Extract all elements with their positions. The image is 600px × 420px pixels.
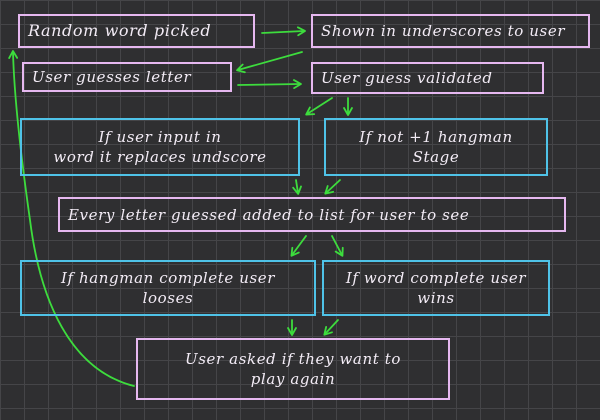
arrow-shown-to-guess	[236, 51, 303, 74]
node-random-word: Random word picked	[18, 14, 255, 48]
node-word-complete: If word complete user wins	[322, 260, 550, 316]
arrow-list-to-word	[331, 235, 344, 257]
node-play-again: User asked if they want to play again	[136, 338, 450, 400]
arrow-list-to-hangman	[290, 235, 307, 257]
node-in-word-text: If user input in word it replaces undsco…	[53, 128, 267, 166]
node-letters-list: Every letter guessed added to list for u…	[58, 197, 566, 232]
arrow-word-to-play	[323, 319, 339, 336]
node-guess-validated: User guess validated	[311, 62, 544, 94]
node-shown-underscores: Shown in underscores to user	[311, 14, 590, 48]
node-not-in-word: If not +1 hangman Stage	[324, 118, 548, 176]
node-hangman-complete: If hangman complete user looses	[20, 260, 316, 316]
arrow-random-to-shown	[261, 26, 306, 37]
node-in-word: If user input in word it replaces undsco…	[20, 118, 300, 176]
arrow-in-word-to-list	[292, 179, 302, 195]
node-random-word-text: Random word picked	[28, 21, 212, 40]
node-shown-underscores-text: Shown in underscores to user	[321, 22, 566, 40]
node-user-guesses: User guesses letter	[22, 62, 232, 92]
node-letters-list-text: Every letter guessed added to list for u…	[68, 205, 470, 224]
node-word-complete-text: If word complete user wins	[345, 269, 527, 307]
arrow-not-in-word-to-list	[324, 179, 341, 195]
node-hangman-complete-text: If hangman complete user looses	[60, 269, 276, 307]
arrow-validated-to-in-word	[305, 97, 333, 116]
node-guess-validated-text: User guess validated	[321, 69, 493, 87]
node-user-guesses-text: User guesses letter	[32, 68, 192, 86]
node-play-again-text: User asked if they want to play again	[185, 350, 401, 388]
node-not-in-word-text: If not +1 hangman Stage	[359, 128, 513, 166]
arrow-guess-to-validated	[237, 79, 302, 89]
